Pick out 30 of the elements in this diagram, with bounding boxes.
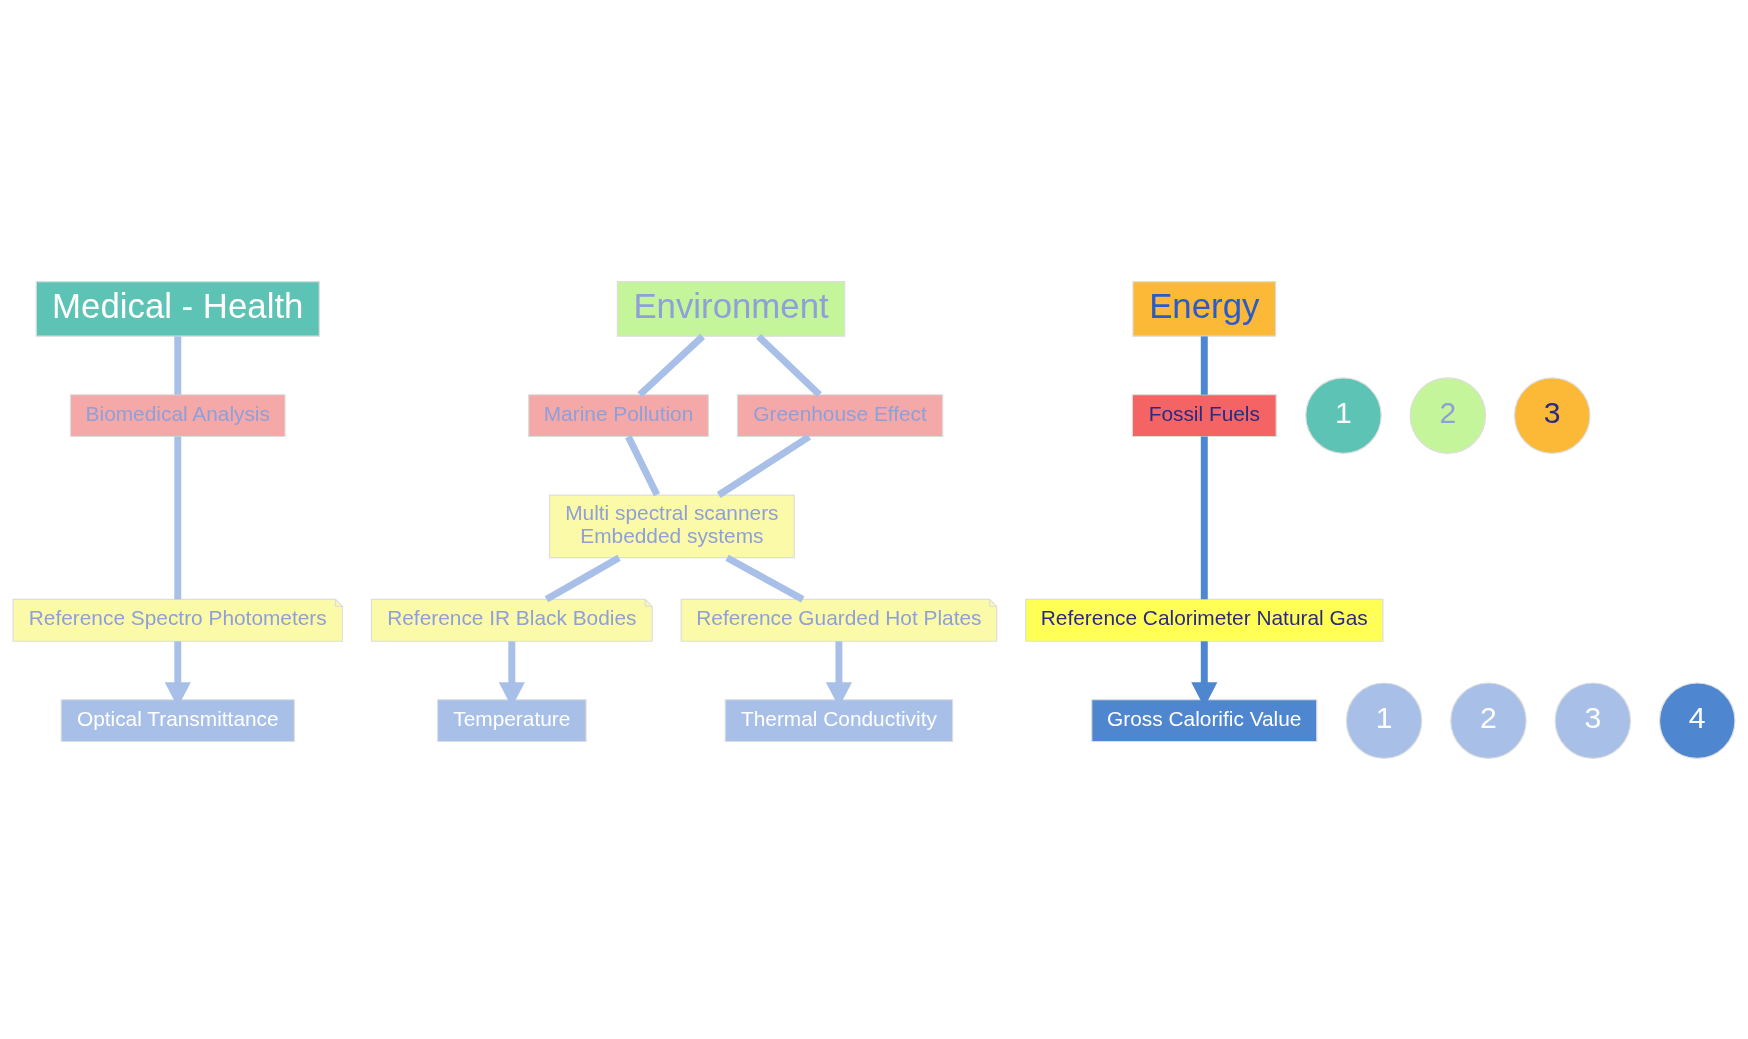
node-box: Thermal Conductivity bbox=[724, 698, 954, 742]
node-box: Temperature bbox=[437, 698, 587, 742]
connector bbox=[716, 433, 812, 498]
node-circle: 3 bbox=[1554, 681, 1632, 759]
node-box: Energy bbox=[1132, 280, 1277, 337]
node-box: Gross Calorific Value bbox=[1091, 698, 1318, 742]
node-circle: 1 bbox=[1345, 681, 1423, 759]
connector bbox=[1200, 436, 1208, 599]
node-circle: 2 bbox=[1450, 681, 1527, 759]
connector bbox=[1200, 335, 1208, 395]
connector bbox=[544, 554, 621, 602]
node-circle: 3 bbox=[1514, 376, 1591, 454]
connector bbox=[637, 333, 705, 397]
node-box: Multi spectral scanners Embedded systems bbox=[548, 494, 795, 558]
connector bbox=[756, 333, 822, 397]
node-circle: 1 bbox=[1305, 376, 1382, 454]
node-box: Optical Transmittance bbox=[60, 698, 295, 742]
node-circle: 2 bbox=[1409, 376, 1487, 454]
node-box: Marine Pollution bbox=[528, 393, 709, 437]
node-box: Medical - Health bbox=[35, 280, 320, 337]
node-box: Biomedical Analysis bbox=[69, 393, 286, 437]
connector bbox=[174, 335, 182, 395]
connector bbox=[174, 436, 182, 599]
connector bbox=[725, 554, 805, 602]
node-box: Environment bbox=[616, 280, 846, 337]
node-box: Reference Calorimeter Natural Gas bbox=[1025, 598, 1384, 642]
node-box: Greenhouse Effect bbox=[736, 393, 944, 437]
connector bbox=[625, 434, 661, 496]
node-circle: 4 bbox=[1658, 681, 1736, 759]
node-box: Fossil Fuels bbox=[1131, 393, 1277, 437]
